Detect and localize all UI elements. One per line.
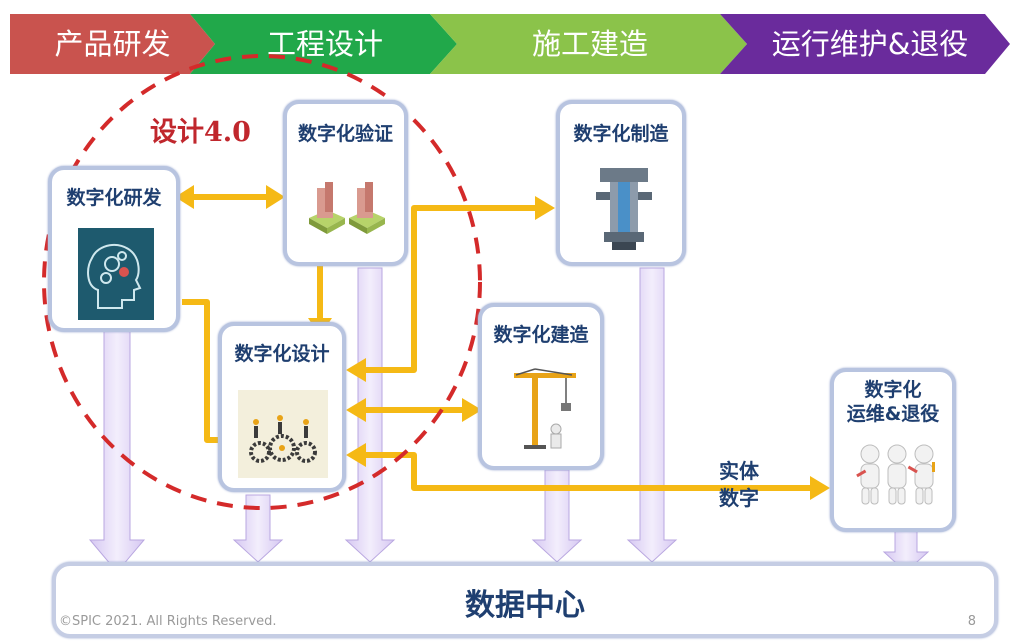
phase-shape-construct [430, 14, 747, 74]
phase-label-construct: 施工建造 [531, 27, 648, 61]
arrowhead [266, 185, 285, 209]
box-digital-construct[interactable]: 数字化建造 [478, 303, 604, 470]
arrowhead [810, 476, 830, 500]
box-title-construct: 数字化建造 [493, 324, 589, 346]
reactor-equipment-icon [596, 168, 652, 250]
copyright-text: ©SPIC 2021. All Rights Reserved. [59, 614, 277, 629]
box-title-om-line2: 运维&退役 [846, 403, 940, 425]
arrowhead [346, 358, 366, 382]
box-digital-rd[interactable]: 数字化研发 [48, 166, 180, 332]
arrowhead [346, 398, 366, 422]
arrowhead [175, 185, 194, 209]
data-center-title: 数据中心 [465, 588, 585, 623]
box-title-manufacture: 数字化制造 [573, 123, 669, 145]
arrowhead [346, 443, 366, 467]
pipe-manufacture [626, 267, 678, 563]
design40-dashed-circle [42, 54, 482, 510]
arrow-design-om [360, 452, 815, 491]
box-digital-om[interactable]: 数字化 运维&退役 [830, 368, 956, 532]
phase-banner [10, 14, 1010, 74]
page-number: 8 [967, 614, 976, 629]
pipe-construct [531, 469, 583, 563]
box-title-om-line1: 数字化 [864, 379, 922, 401]
data-center-box[interactable]: 数据中心 ©SPIC 2021. All Rights Reserved. 8 [52, 562, 998, 638]
box-digital-verify[interactable]: 数字化验证 [283, 100, 408, 266]
box-digital-design[interactable]: 数字化设计 [218, 322, 346, 492]
phase-shape-rd [10, 14, 215, 74]
phase-label-om: 运行维护&退役 [771, 27, 969, 61]
digital-label: 数字 [719, 486, 759, 510]
pipe-rd [88, 329, 146, 573]
gears-team-icon [238, 390, 328, 478]
arrowhead [462, 398, 482, 422]
pipe-design [232, 494, 284, 563]
phase-shape-om [720, 14, 1010, 74]
pipe-verify [344, 267, 396, 563]
brain-gears-icon [78, 228, 154, 320]
design40-label: 设计4.0 [150, 117, 251, 148]
workers-team-icon [856, 444, 935, 505]
physical-digital-label: 实体 数字 [700, 458, 778, 512]
crane-icon [514, 368, 576, 449]
box-title-rd: 数字化研发 [66, 187, 162, 209]
arrowhead [535, 196, 555, 220]
box-title-verify: 数字化验证 [297, 123, 393, 145]
arrow-design-manufacture [360, 205, 540, 373]
box-digital-manufacture[interactable]: 数字化制造 [556, 100, 686, 266]
phase-label-design: 工程设计 [266, 27, 383, 61]
phase-shape-design [190, 14, 457, 74]
buildings-model-icon [309, 182, 385, 234]
physical-label: 实体 [719, 459, 759, 483]
box-title-design: 数字化设计 [234, 343, 330, 365]
phase-label-rd: 产品研发 [54, 27, 171, 61]
